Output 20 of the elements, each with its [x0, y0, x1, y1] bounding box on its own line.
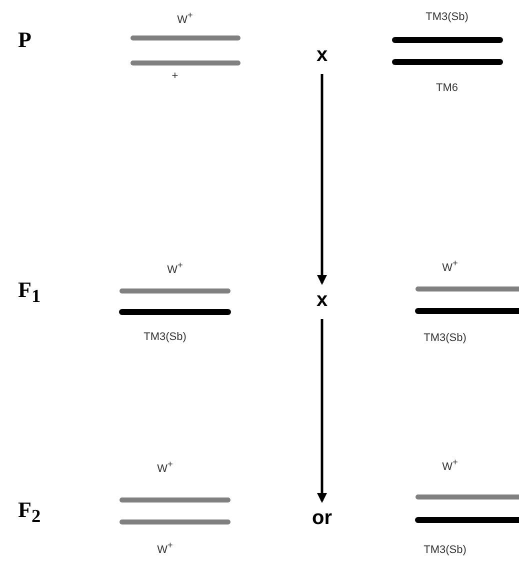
- allele-label: W$^{+}$: [442, 457, 458, 473]
- allele-label: TM6: [436, 82, 458, 94]
- allele-label: W$^{+}$: [157, 459, 173, 475]
- generation-label: F$_{2}$: [18, 496, 41, 528]
- allele-label: TM3(Sb): [424, 544, 466, 556]
- generation-label: P: [18, 27, 32, 53]
- allele-label: +: [172, 70, 178, 82]
- generation-label: F$_{1}$: [18, 276, 41, 308]
- allele-label: W$^{+}$: [177, 10, 193, 26]
- allele-label: TM3(Sb): [426, 11, 468, 23]
- cross-symbol: x: [309, 42, 335, 68]
- arrow: [317, 319, 327, 503]
- allele-label: W$^{+}$: [157, 540, 173, 556]
- allele-label: W$^{+}$: [167, 260, 183, 276]
- allele-label: TM3(Sb): [144, 331, 186, 343]
- arrow: [317, 74, 327, 285]
- cross-symbol: x: [309, 287, 335, 313]
- allele-label: TM3(Sb): [424, 332, 466, 344]
- cross-symbol: or: [305, 505, 339, 531]
- allele-label: W$^{+}$: [442, 258, 458, 274]
